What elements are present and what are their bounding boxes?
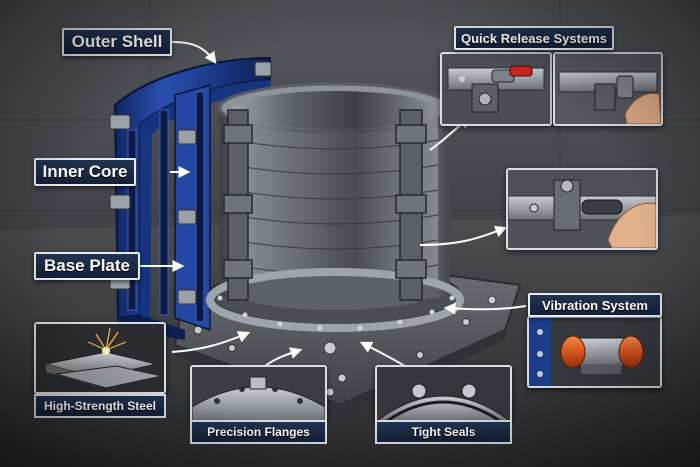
label-quick-release-systems: Quick Release Systems	[454, 26, 614, 50]
label-precision-flanges: Precision Flanges	[190, 420, 327, 444]
flange-panel	[190, 365, 327, 423]
label-tight-seals: Tight Seals	[375, 420, 512, 444]
quick-release-panel-right	[553, 52, 663, 126]
label-inner-core: Inner Core	[34, 158, 136, 186]
label-high-strength-steel: High-Strength Steel	[34, 394, 166, 418]
label-outer-shell: Outer Shell	[62, 28, 172, 56]
seals-panel	[375, 365, 512, 423]
clamp-detail-panel	[506, 168, 658, 250]
label-vibration-system: Vibration System	[528, 293, 662, 317]
vibration-motor-panel	[527, 316, 662, 388]
quick-release-panel-left	[440, 52, 552, 126]
inner-core	[206, 82, 464, 332]
label-base-plate: Base Plate	[34, 252, 140, 280]
steel-panel	[34, 322, 166, 394]
